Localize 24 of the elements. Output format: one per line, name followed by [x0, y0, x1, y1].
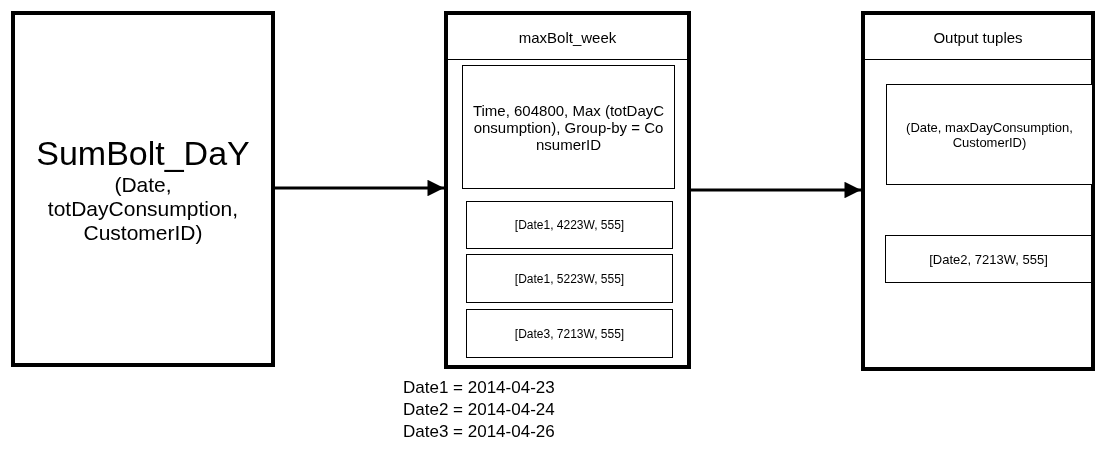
- tuple-box: [885, 235, 1092, 283]
- note-text: Date1 = 2014-04-23: [403, 377, 555, 399]
- arrow: [691, 181, 861, 199]
- tuple-box: [886, 84, 1093, 185]
- panel-title: Output tuples: [933, 28, 1023, 46]
- note-text: Date3 = 2014-04-26: [403, 421, 555, 443]
- box-text: (Date, totDayConsumption, CustomerID): [46, 172, 240, 245]
- tuple-box: [466, 201, 673, 249]
- tuple-box: [462, 65, 675, 189]
- arrow: [275, 179, 444, 197]
- operator-panel: [444, 11, 691, 369]
- process-box: [11, 11, 275, 367]
- panel-title: maxBolt_week: [518, 28, 617, 46]
- tuple-box: [466, 309, 673, 358]
- tuple-box: [466, 254, 673, 303]
- output-panel: [861, 11, 1095, 371]
- box-text: [Date3, 7213W, 555]: [513, 326, 626, 341]
- box-title: SumBolt_DaY: [35, 133, 251, 173]
- box-text: [Date1, 5223W, 555]: [513, 271, 626, 286]
- box-text: (Date, maxDayConsumption, CustomerID): [905, 119, 1074, 150]
- box-text: Time, 604800, Max (totDayConsumption), Group-by = ConsumerID: [471, 101, 666, 153]
- box-text: [Date2, 7213W, 555]: [928, 251, 1049, 267]
- note-text: Date2 = 2014-04-24: [403, 399, 555, 421]
- box-text: [Date1, 4223W, 555]: [513, 218, 626, 232]
